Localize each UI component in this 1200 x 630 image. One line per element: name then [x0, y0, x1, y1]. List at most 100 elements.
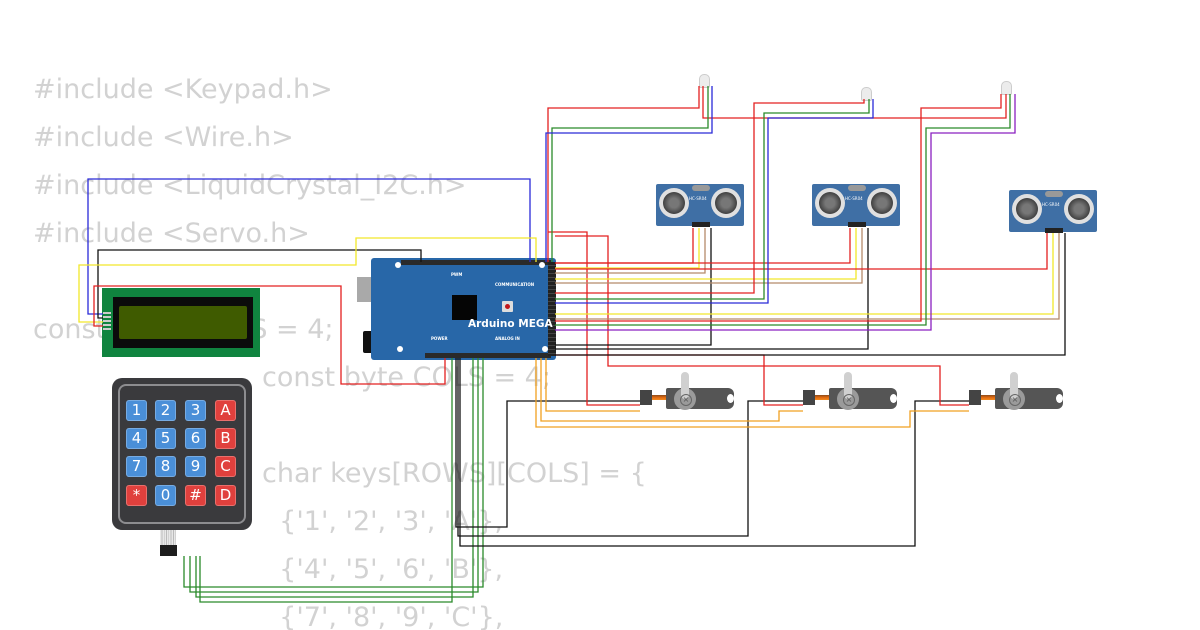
- wire-red[interactable]: [555, 99, 865, 294]
- wire-green[interactable]: [195, 358, 474, 598]
- servo-horn[interactable]: [681, 372, 689, 399]
- rgb-led-1[interactable]: [699, 74, 710, 88]
- arduino-mega[interactable]: PWM COMMUNICATION POWER ANALOG IN Arduin…: [371, 258, 556, 360]
- wire-brown[interactable]: [555, 228, 863, 284]
- keypad-key[interactable]: A: [215, 400, 236, 421]
- wire-blue[interactable]: [545, 86, 713, 262]
- wire-red[interactable]: [555, 94, 1002, 322]
- keypad-ribbon-cable: [160, 530, 176, 546]
- servo-3[interactable]: ×: [969, 372, 1063, 418]
- wire-black[interactable]: [457, 358, 803, 537]
- wire-blue[interactable]: [87, 178, 531, 315]
- servo-lead: [815, 395, 829, 400]
- transducer: [815, 188, 845, 218]
- wire-red[interactable]: [555, 354, 803, 406]
- keypad-key[interactable]: 0: [155, 485, 176, 506]
- wire-green[interactable]: [199, 358, 453, 603]
- ultrasonic-sensor-3[interactable]: HC-SR04: [1009, 190, 1097, 233]
- wire-green[interactable]: [551, 86, 709, 262]
- keypad-key[interactable]: #: [185, 485, 206, 506]
- usb-port: [357, 277, 375, 302]
- right-header: [548, 262, 556, 356]
- wire-green[interactable]: [555, 94, 1011, 326]
- servo-connector: [969, 390, 981, 405]
- wire-black[interactable]: [555, 233, 1066, 356]
- keypad-key[interactable]: 8: [155, 456, 176, 477]
- wire-red[interactable]: [547, 86, 700, 262]
- keypad-border: [118, 384, 246, 524]
- wire-red[interactable]: [555, 228, 694, 264]
- code-line: #include <Keypad.h>: [33, 74, 333, 105]
- keypad-key[interactable]: C: [215, 456, 236, 477]
- wire-red[interactable]: [555, 233, 1048, 270]
- wire-black[interactable]: [455, 358, 640, 528]
- wire-yellow[interactable]: [555, 228, 700, 269]
- wire-yellow[interactable]: [78, 237, 537, 323]
- lcd-pins: [103, 312, 111, 330]
- sensor-label: HC-SR04: [1042, 202, 1060, 207]
- ultrasonic-sensor-2[interactable]: HC-SR04: [812, 184, 900, 227]
- wire-purple[interactable]: [555, 94, 1016, 331]
- wire-yellow[interactable]: [555, 233, 1054, 315]
- wire-black[interactable]: [555, 228, 869, 350]
- wire-black[interactable]: [459, 358, 969, 547]
- servo-2[interactable]: ×: [803, 372, 897, 418]
- keypad-key[interactable]: 1: [126, 400, 147, 421]
- ultrasonic-sensor-1[interactable]: HC-SR04: [656, 184, 744, 227]
- servo-connector: [640, 390, 652, 405]
- keypad-key[interactable]: 4: [126, 428, 147, 449]
- wire-black[interactable]: [97, 249, 422, 319]
- rgb-led-2[interactable]: [861, 87, 872, 101]
- servo-horn[interactable]: [844, 372, 852, 399]
- communication-label: COMMUNICATION: [495, 282, 535, 287]
- lcd-1602-i2c[interactable]: [102, 288, 260, 357]
- servo-screw-icon: ×: [1009, 394, 1021, 406]
- wire-red[interactable]: [555, 228, 851, 264]
- wire-green[interactable]: [183, 358, 484, 588]
- code-line: #include <Wire.h>: [33, 122, 294, 153]
- wire-green[interactable]: [189, 358, 479, 593]
- wire-blue[interactable]: [555, 99, 874, 304]
- servo-1[interactable]: ×: [640, 372, 734, 418]
- crystal: [1045, 191, 1063, 197]
- keypad-key[interactable]: 6: [185, 428, 206, 449]
- wire-green[interactable]: [555, 99, 870, 300]
- keypad-key[interactable]: 2: [155, 400, 176, 421]
- sensor-pins: [692, 222, 710, 227]
- servo-connector: [803, 390, 815, 405]
- reset-button[interactable]: [502, 301, 513, 312]
- wire-black[interactable]: [555, 228, 712, 346]
- keypad-key[interactable]: 7: [126, 456, 147, 477]
- sensor-pins: [848, 222, 866, 227]
- keypad-key[interactable]: *: [126, 485, 147, 506]
- servo-horn[interactable]: [1010, 372, 1018, 399]
- keypad-key[interactable]: 3: [185, 400, 206, 421]
- wire-orange[interactable]: [540, 358, 803, 422]
- code-line: #include <Servo.h>: [33, 218, 310, 249]
- keypad-key[interactable]: B: [215, 428, 236, 449]
- keypad-key[interactable]: 9: [185, 456, 206, 477]
- wire-red[interactable]: [555, 235, 969, 406]
- transducer: [867, 188, 897, 218]
- board-title: Arduino MEGA: [468, 318, 553, 330]
- keypad-key[interactable]: 5: [155, 428, 176, 449]
- wire-red[interactable]: [93, 285, 446, 385]
- transducer: [711, 188, 741, 218]
- crystal: [692, 185, 710, 191]
- transducer: [1012, 194, 1042, 224]
- keypad-key[interactable]: D: [215, 485, 236, 506]
- mount-hole: [539, 262, 545, 268]
- analog-in-label: ANALOG IN: [495, 336, 520, 341]
- mount-hole: [542, 346, 548, 352]
- code-line: {'7', '8', '9', 'C'},: [262, 602, 504, 630]
- wire-yellow[interactable]: [555, 228, 857, 280]
- wire-brown[interactable]: [555, 233, 1060, 320]
- servo-lead: [652, 395, 666, 400]
- servo-screw-icon: ×: [680, 394, 692, 406]
- wire-brown[interactable]: [555, 228, 706, 274]
- wire-orange[interactable]: [535, 358, 969, 428]
- wire-orange[interactable]: [545, 358, 640, 412]
